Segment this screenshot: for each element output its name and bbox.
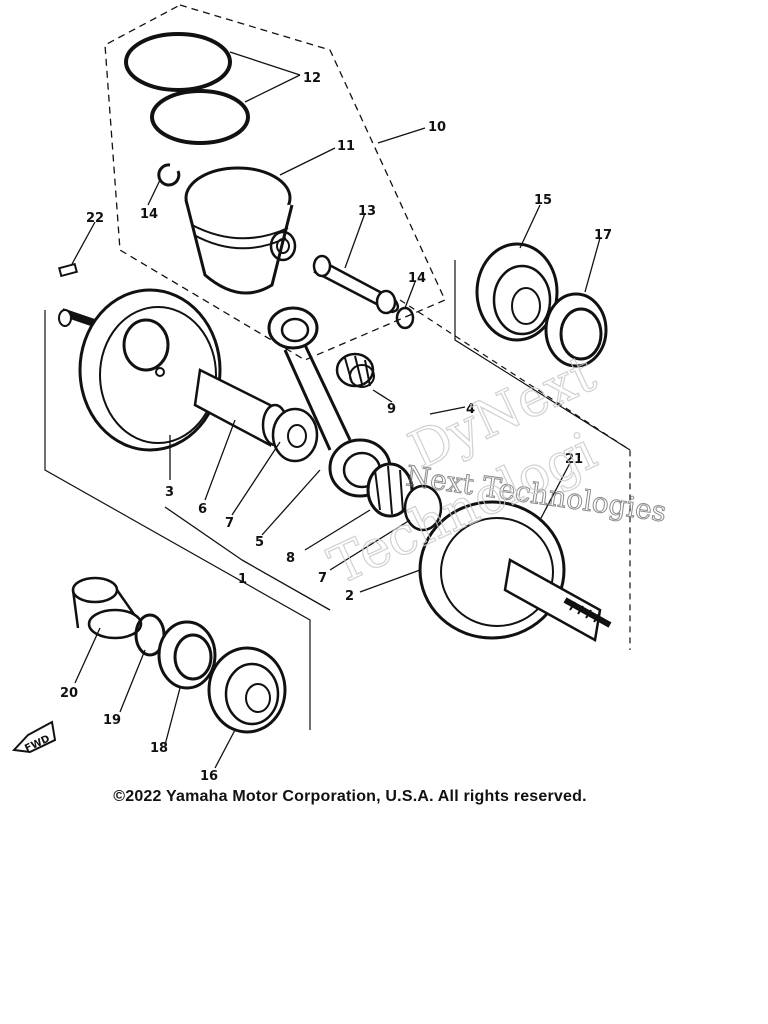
- crankshaft-group-outline: [44, 310, 311, 730]
- piston-pin: [312, 254, 400, 315]
- bearing-15: [475, 242, 559, 342]
- oil-seal-17: [544, 292, 608, 368]
- bearing-16: [207, 646, 287, 734]
- callout-6: 6: [198, 502, 207, 517]
- callout-9: 9: [387, 402, 396, 417]
- connecting-rod: [267, 306, 392, 498]
- callout-20: 20: [60, 686, 78, 701]
- callout-12: 12: [303, 71, 321, 86]
- callout-11: 11: [337, 139, 355, 154]
- crank-wheel-left: [58, 288, 222, 452]
- crankshaft-group-outline-right: [399, 299, 631, 650]
- piston-group-outline: [104, 4, 446, 361]
- crank-wheel-right: [418, 500, 612, 642]
- bearing-group-outline: [454, 260, 631, 451]
- woodruff-key-22: [58, 262, 78, 278]
- fwd-direction-badge: FWD: [11, 720, 57, 755]
- callout-14b: 14: [408, 271, 426, 286]
- collar-20: [71, 576, 143, 640]
- callout-labels: 1 2 3 4 5 6 7 7 8 9 10 11 12 13 14 14 15…: [60, 71, 612, 784]
- piston-pin-clip-right: [395, 306, 415, 330]
- callout-18: 18: [150, 741, 168, 756]
- callout-3: 3: [165, 485, 174, 500]
- piston-pin-clip-left: [157, 163, 181, 187]
- callout-4: 4: [466, 402, 475, 417]
- callout-7a: 7: [225, 516, 234, 531]
- blank-area: [0, 815, 768, 1024]
- small-end-bearing: [335, 352, 375, 388]
- piston-ring-lower: [150, 89, 250, 145]
- thrust-washer-right: [403, 484, 443, 532]
- callout-14a: 14: [140, 207, 158, 222]
- callout-16: 16: [200, 769, 218, 784]
- callout-22: 22: [86, 211, 104, 226]
- callout-21: 21: [565, 452, 583, 467]
- crankshaft-piston-diagram: FWD 1 2 3 4 5 6 7 7 8: [11, 4, 669, 784]
- callout-15: 15: [534, 193, 552, 208]
- callout-19: 19: [103, 713, 121, 728]
- leader-lines: [71, 51, 601, 769]
- callout-5: 5: [255, 535, 264, 550]
- callout-10: 10: [428, 120, 446, 135]
- callout-2: 2: [345, 589, 354, 604]
- callout-17: 17: [594, 228, 612, 243]
- thrust-washer: [271, 407, 319, 463]
- copyright-notice: ©2022 Yamaha Motor Corporation, U.S.A. A…: [113, 788, 587, 805]
- oil-seal-18: [157, 620, 217, 690]
- piston: [184, 166, 297, 295]
- piston-ring-upper: [124, 32, 232, 92]
- callout-7b: 7: [318, 571, 327, 586]
- callout-1: 1: [238, 572, 247, 587]
- big-end-bearing: [366, 462, 414, 518]
- callout-8: 8: [286, 551, 295, 566]
- callout-13: 13: [358, 204, 376, 219]
